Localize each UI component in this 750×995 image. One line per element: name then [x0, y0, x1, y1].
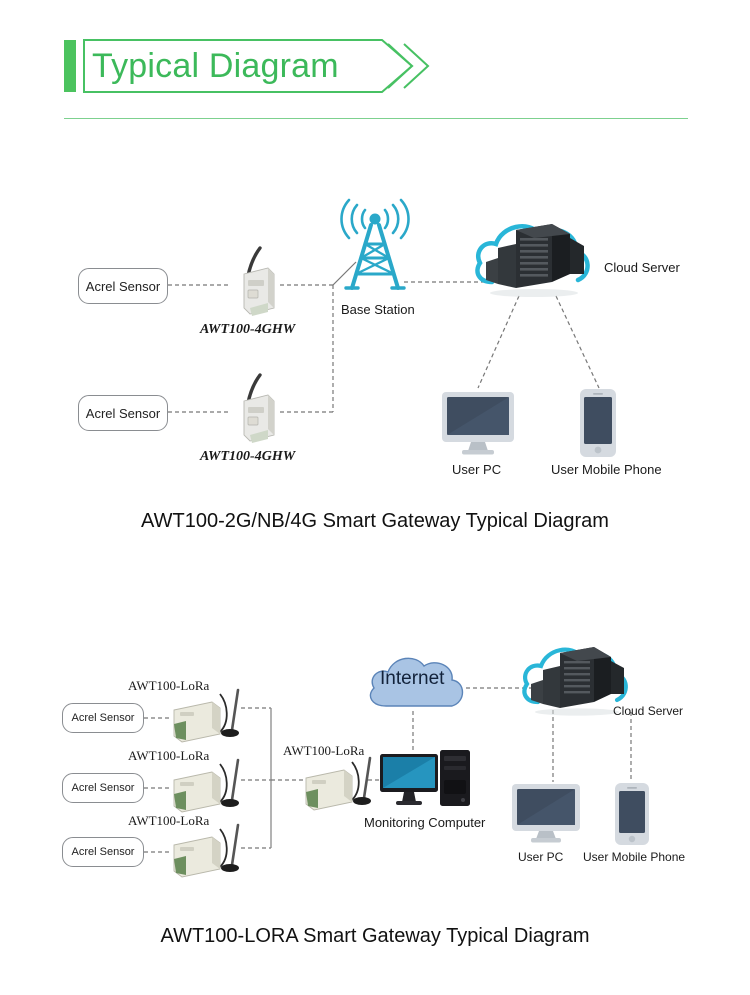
gateway-label: AWT100-4GHW [200, 449, 296, 464]
concentrator-label: AWT100-LoRa [283, 743, 365, 758]
gateway-device-icon [224, 373, 284, 445]
sensor-label: Acrel Sensor [71, 782, 135, 794]
page-header: Typical Diagram [0, 0, 750, 120]
monitoring-computer-icon [378, 748, 474, 810]
internet-label: Internet [380, 668, 445, 689]
sensor-box: Acrel Sensor [62, 837, 144, 867]
user-mobile-phone-icon [612, 782, 652, 846]
lora-node-label: AWT100-LoRa [128, 748, 210, 763]
cloud-server-icon [518, 632, 638, 718]
diagram1-caption: AWT100-2G/NB/4G Smart Gateway Typical Di… [141, 510, 609, 532]
sensor-box: Acrel Sensor [78, 268, 168, 304]
user-pc-icon [440, 390, 516, 456]
user-mobile-phone-icon [576, 388, 620, 458]
gateway-device-icon [224, 246, 284, 318]
diagram-4g-gateway: Acrel Sensor Acrel Sensor AWT100-4GHW AW… [0, 150, 750, 550]
base-station-icon [338, 192, 412, 300]
cloud-server-label: Cloud Server [613, 704, 684, 718]
sensor-label: Acrel Sensor [85, 278, 161, 294]
diagram2-caption: AWT100-LORA Smart Gateway Typical Diagra… [160, 925, 590, 947]
header-accent-bar [64, 40, 76, 92]
lora-node-label: AWT100-LoRa [128, 813, 210, 828]
monitoring-computer-label: Monitoring Computer [364, 815, 486, 830]
gateway-label: AWT100-4GHW [200, 322, 296, 337]
diagram1-connection-lines [168, 261, 600, 413]
base-station-label: Base Station [341, 302, 415, 317]
user-mobile-label: User Mobile Phone [551, 462, 662, 477]
sensor-label: Acrel Sensor [71, 846, 135, 858]
diagram-lora-gateway: Acrel Sensor Acrel Sensor Acrel Sensor A… [0, 600, 750, 990]
sensor-box: Acrel Sensor [62, 773, 144, 803]
user-pc-label: User PC [452, 462, 502, 477]
sensor-label: Acrel Sensor [71, 712, 135, 724]
internet-cloud-icon [362, 650, 470, 718]
lora-node-icon [168, 823, 246, 881]
header-divider [64, 118, 688, 119]
lora-node-icon [168, 758, 246, 816]
header-arrow-outline-icon [82, 38, 432, 94]
user-mobile-label: User Mobile Phone [583, 850, 686, 864]
sensor-label: Acrel Sensor [85, 405, 161, 421]
cloud-server-label: Cloud Server [604, 260, 680, 275]
lora-node-icon [168, 688, 246, 746]
user-pc-label: User PC [518, 850, 564, 864]
page-title: Typical Diagram [92, 47, 339, 85]
lora-node-label: AWT100-LoRa [128, 678, 210, 693]
sensor-box: Acrel Sensor [62, 703, 144, 733]
cloud-server-icon [472, 208, 600, 300]
sensor-box: Acrel Sensor [78, 395, 168, 431]
diagram2-connection-lines [144, 687, 632, 853]
concentrator-icon [300, 756, 378, 814]
user-pc-icon [510, 782, 582, 844]
